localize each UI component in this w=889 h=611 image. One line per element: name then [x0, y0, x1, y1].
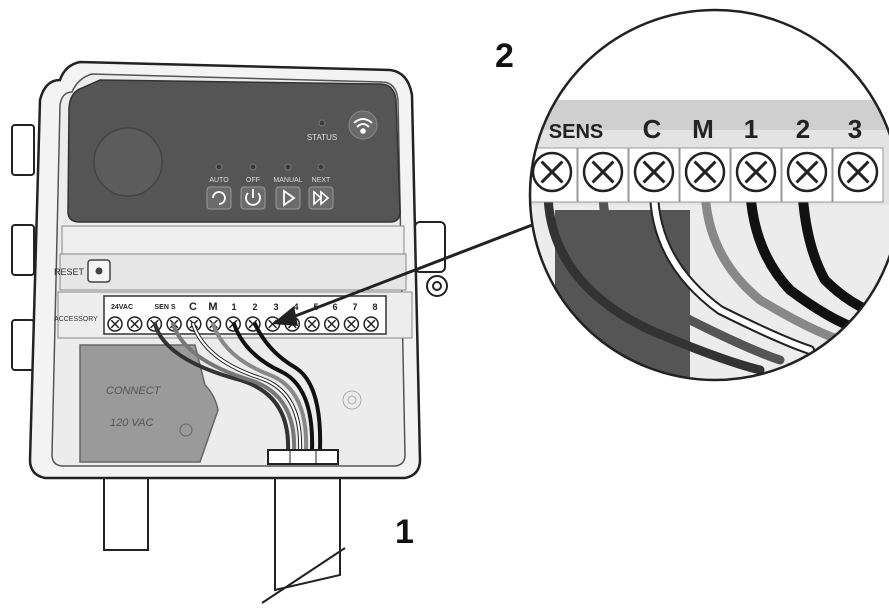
zoom-terminal-screw	[786, 151, 828, 193]
terminal-screw	[304, 316, 320, 332]
terminal-strip: ACCESSORY 24VAC SEN S C M 1 2 3 4 5 6 7 …	[54, 291, 413, 339]
button-auto-label: AUTO	[209, 177, 229, 184]
terminal-label-6: 6	[332, 302, 337, 312]
terminal-label-c: C	[189, 301, 197, 313]
callout-arrow	[272, 220, 541, 326]
wifi-button[interactable]	[348, 110, 378, 140]
accessory-label: ACCESSORY	[54, 316, 98, 323]
terminal-label-8: 8	[372, 302, 377, 312]
play-icon	[283, 189, 296, 207]
terminal-label-sens: SEN S	[154, 304, 175, 311]
power-icon	[245, 189, 261, 206]
wire-grommet	[267, 449, 339, 465]
fast-forward-icon	[313, 190, 330, 206]
terminal-label-3: 3	[273, 302, 278, 312]
zoom-label-m: M	[692, 114, 714, 144]
zoom-label-sens: SENS	[549, 121, 603, 143]
zoom-wires	[543, 180, 885, 375]
refresh-icon	[212, 191, 226, 205]
button-off[interactable]: OFF	[240, 163, 266, 210]
button-next[interactable]: NEXT	[308, 163, 334, 210]
zoom-terminal-screw	[633, 151, 675, 193]
zoom-label-3: 3	[848, 114, 862, 144]
conduit-pipes	[103, 469, 346, 604]
field-wires	[153, 322, 323, 452]
terminal-label-24vac: 24VAC	[111, 304, 133, 311]
zoom-terminal-screw	[582, 151, 624, 193]
zoom-terminal-screw	[837, 151, 879, 193]
control-panel: STATUS AUTO OFF MANU	[67, 79, 401, 223]
terminal-screw	[343, 316, 360, 332]
terminal-label-7: 7	[352, 302, 357, 312]
zoom-screws	[530, 147, 884, 203]
step-1-callout: 1	[395, 513, 414, 551]
power-cover: CONNECT 120 VAC	[79, 344, 362, 463]
button-manual-label: MANUAL	[273, 177, 302, 184]
status-label: STATUS	[307, 133, 337, 142]
cover-text-line2: 120 VAC	[110, 417, 153, 429]
zoom-label-c: C	[643, 114, 662, 144]
terminal-screw	[126, 316, 143, 332]
zoom-label-1: 1	[744, 114, 758, 144]
cabinet-hinges	[11, 124, 448, 371]
reset-strip: RESET	[54, 225, 407, 291]
terminal-label-1: 1	[231, 302, 236, 312]
terminal-label-m: M	[208, 301, 217, 313]
zoom-detail: SENS C M 1 2 3	[528, 8, 889, 382]
button-next-label: NEXT	[312, 177, 331, 184]
terminal-screw	[107, 316, 123, 332]
terminal-label-2: 2	[252, 302, 257, 312]
button-off-label: OFF	[246, 177, 260, 184]
wifi-icon	[353, 118, 373, 134]
reset-button[interactable]	[87, 259, 111, 283]
zoom-terminal-screw	[735, 151, 777, 193]
zoom-terminal-screw	[684, 151, 726, 193]
zoom-label-2: 2	[796, 114, 810, 144]
display-dial	[93, 127, 163, 197]
zoom-terminal-screw	[531, 151, 573, 193]
step-2-callout: 2	[495, 37, 514, 75]
reset-label: RESET	[54, 267, 85, 277]
button-manual[interactable]: MANUAL	[273, 163, 303, 210]
cover-text-line1: CONNECT	[106, 385, 162, 397]
terminal-label-4: 4	[293, 302, 298, 312]
button-auto[interactable]: AUTO	[206, 163, 232, 210]
terminal-screw	[323, 316, 340, 332]
terminal-screw	[363, 316, 379, 332]
